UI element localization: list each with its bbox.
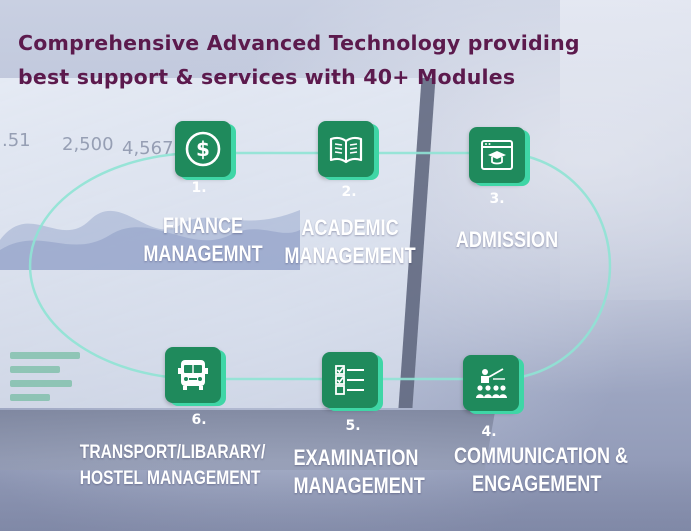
module-label-line: ACADEMIC bbox=[301, 215, 399, 240]
module-label-line: ENGAGEMENT bbox=[472, 471, 602, 496]
headline-line-1: Comprehensive Advanced Technology provid… bbox=[18, 31, 580, 55]
browser-graduation-cap-icon bbox=[469, 127, 525, 183]
background-screen-number: 4,567 bbox=[122, 138, 174, 159]
module-number-4: 4. bbox=[481, 424, 497, 440]
teacher-audience-icon bbox=[463, 355, 519, 411]
dollar-coin-icon: $ bbox=[175, 121, 231, 177]
module-label-line: ADMISSION bbox=[455, 227, 559, 252]
headline: Comprehensive Advanced Technology provid… bbox=[18, 26, 638, 94]
background-screen-number: .51 bbox=[2, 130, 31, 151]
module-label-finance: FINANCE MANAGEMNT bbox=[142, 212, 265, 268]
module-number-1: 1. bbox=[191, 180, 207, 196]
module-number-2: 2. bbox=[341, 184, 357, 200]
module-label-communication: COMMUNICATION & ENGAGEMENT bbox=[454, 442, 629, 498]
module-label-line: TRANSPORT/LIBARARY/ bbox=[79, 442, 266, 463]
module-label-line: COMMUNICATION & bbox=[454, 443, 629, 468]
background-screen-number: 2,500 bbox=[62, 134, 114, 155]
module-number-5: 5. bbox=[345, 418, 361, 434]
open-book-icon bbox=[318, 121, 374, 177]
school-bus-icon bbox=[165, 347, 221, 403]
module-label-line: MANAGEMENT bbox=[284, 243, 416, 268]
checklist-icon bbox=[322, 352, 378, 408]
module-label-academic: ACADEMIC MANAGEMENT bbox=[284, 214, 415, 270]
module-label-line: EXAMINATION bbox=[293, 445, 419, 470]
module-label-line: FINANCE bbox=[162, 213, 244, 238]
headline-line-2: best support & services with 40+ Modules bbox=[18, 65, 516, 89]
module-label-transport: TRANSPORT/LIBARARY/ HOSTEL MANAGEMENT bbox=[79, 440, 266, 492]
background-area-chart bbox=[0, 210, 300, 270]
module-number-3: 3. bbox=[489, 191, 505, 207]
background-window bbox=[560, 0, 691, 300]
module-label-admission: ADMISSION bbox=[446, 226, 569, 254]
background-desk bbox=[0, 460, 691, 531]
module-label-line: HOSTEL MANAGEMENT bbox=[79, 468, 261, 489]
module-label-line: MANAGEMNT bbox=[143, 241, 263, 266]
module-label-line: MANAGEMENT bbox=[293, 473, 425, 498]
svg-text:$: $ bbox=[196, 137, 210, 161]
module-label-examination: EXAMINATION MANAGEMENT bbox=[293, 444, 425, 500]
module-number-6: 6. bbox=[191, 412, 207, 428]
